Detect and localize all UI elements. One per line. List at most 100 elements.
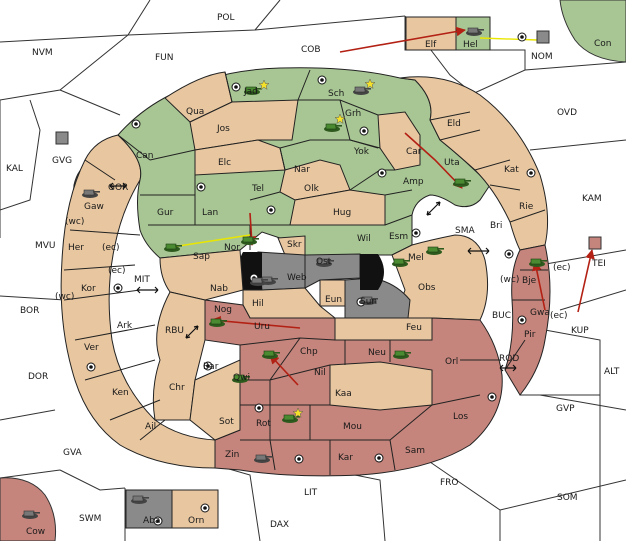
province-orn[interactable] xyxy=(171,489,219,529)
label-eld: Eld xyxy=(447,119,461,129)
sea-label-rod: ROD xyxy=(499,354,519,364)
label-amp: Amp xyxy=(403,177,424,187)
label-her: Her xyxy=(68,243,84,253)
label-elf: Elf xyxy=(425,40,437,50)
sea-label-swm: SWM xyxy=(79,514,101,524)
label-rot: Rot xyxy=(256,419,271,429)
supply-center-icon xyxy=(517,315,527,325)
label-kat: Kat xyxy=(504,165,519,175)
province-obs[interactable] xyxy=(391,234,489,321)
label-mou: Mou xyxy=(343,422,362,432)
label-jos: Jos xyxy=(216,124,230,134)
province-labels: Elf Hel Jad Sch Qua Jos Grh Eld Can Yok … xyxy=(55,40,571,526)
label-esm: Esm xyxy=(389,232,408,242)
supply-center-icon xyxy=(113,283,123,293)
label-sun: Sun xyxy=(360,297,377,307)
label-ken: Ken xyxy=(112,388,129,398)
label-eun: Eun xyxy=(325,295,342,305)
coast-label-ec: (ec) xyxy=(108,266,126,276)
supply-center-icon xyxy=(266,205,276,215)
label-yok: Yok xyxy=(353,147,370,157)
label-bje: Bje xyxy=(522,276,537,286)
province-kaa[interactable] xyxy=(329,361,433,411)
label-chp: Chp xyxy=(300,347,318,357)
label-kar: Kar xyxy=(338,453,353,463)
label-olk: Olk xyxy=(304,184,320,194)
gray-army-icon xyxy=(55,131,69,145)
impassable-region xyxy=(237,252,384,290)
sea-label-buc: BUC xyxy=(492,311,511,321)
label-orn: Orn xyxy=(188,516,204,526)
sea-label-cow: Cow xyxy=(26,527,45,537)
label-tel: Tel xyxy=(251,184,264,194)
label-zin: Zin xyxy=(225,450,239,460)
sea-label-kam: KAM xyxy=(582,194,602,204)
label-nab: Nab xyxy=(210,284,228,294)
sea-label-lit: LIT xyxy=(304,488,318,498)
sea-label-ovd: OVD xyxy=(557,108,577,118)
supply-center-icon xyxy=(86,362,96,372)
label-can: Can xyxy=(136,151,154,161)
province-borders xyxy=(63,69,548,475)
label-ail: Ail xyxy=(145,422,156,432)
label-qua: Qua xyxy=(186,107,204,117)
label-jad: Jad xyxy=(243,87,258,97)
sea-label-nvm: NVM xyxy=(32,48,53,58)
sea-labels: POL NVM FUN COB NOM Con OVD KAL GVG GOR … xyxy=(6,13,620,537)
supply-center-icon xyxy=(254,403,264,413)
label-ost: Ost xyxy=(316,257,332,267)
label-sch: Sch xyxy=(328,89,344,99)
province-sot[interactable] xyxy=(189,359,241,441)
units xyxy=(21,27,602,520)
sea-label-mvu: MVU xyxy=(35,241,56,251)
province-eun[interactable] xyxy=(319,279,346,307)
label-kaa: Kaa xyxy=(335,389,352,399)
supply-center-icon xyxy=(231,82,241,92)
supply-center-icon xyxy=(377,168,387,178)
gray-army-icon xyxy=(588,236,602,250)
sea-label-cob: COB xyxy=(301,45,321,55)
sea-label-gva: GVA xyxy=(63,448,83,458)
label-sam: Sam xyxy=(405,446,425,456)
sea-label-fro: FRO xyxy=(440,478,459,488)
coast-label-ec: (ec) xyxy=(550,311,568,321)
label-pir: Pir xyxy=(524,330,536,340)
province-chr[interactable] xyxy=(152,291,206,421)
province-nab[interactable] xyxy=(159,249,244,301)
label-obs: Obs xyxy=(418,283,436,293)
supply-center-icon xyxy=(374,453,384,463)
supply-center-icon xyxy=(131,119,141,129)
sea-label-dax: DAX xyxy=(270,520,289,530)
label-kor: Kor xyxy=(81,284,96,294)
label-web: Web xyxy=(287,273,307,283)
sea-label-gvg: GVG xyxy=(52,156,72,166)
supply-center-icon xyxy=(294,454,304,464)
supply-center-icon xyxy=(487,392,497,402)
label-nil: Nil xyxy=(314,368,326,378)
label-uru: Uru xyxy=(254,322,270,332)
spiral-west-band xyxy=(60,134,216,469)
label-sot: Sot xyxy=(219,417,234,427)
label-neu: Neu xyxy=(368,348,386,358)
supply-center-icon xyxy=(517,32,527,42)
sea-label-rbu: RBU xyxy=(165,326,184,336)
sea-label-pol: POL xyxy=(217,13,235,23)
orders-layer xyxy=(171,26,595,386)
coast-label-wc: (wc) xyxy=(55,292,74,302)
supply-center-icon xyxy=(411,228,421,238)
label-hil: Hil xyxy=(252,299,264,309)
label-hel: Hel xyxy=(463,40,478,50)
label-orl: Orl xyxy=(445,357,458,367)
sea-label-alt: ALT xyxy=(604,367,620,377)
supply-center-icon xyxy=(200,503,210,513)
label-nor: Nor xyxy=(224,243,240,253)
label-chr: Chr xyxy=(169,383,185,393)
label-aba: Aba xyxy=(143,516,160,526)
sea-label-fun: FUN xyxy=(155,53,174,63)
label-feu: Feu xyxy=(406,323,422,333)
province-hug[interactable] xyxy=(289,189,386,226)
label-gur: Gur xyxy=(157,208,174,218)
label-gaw: Gaw xyxy=(84,202,104,212)
coast-label-ec: (ec) xyxy=(553,263,571,273)
